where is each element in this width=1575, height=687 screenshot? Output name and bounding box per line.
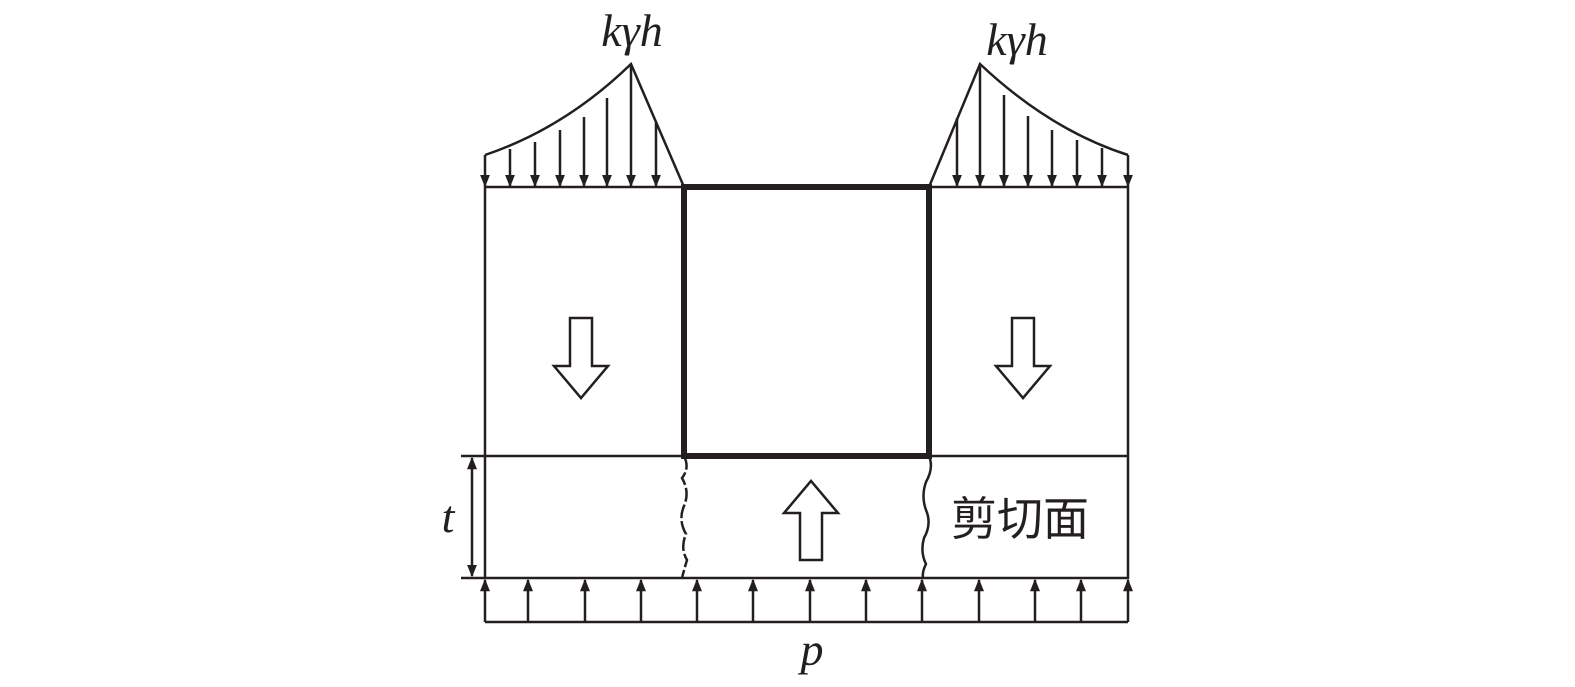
left-load-distribution (480, 61, 686, 188)
thickness-label: t (442, 491, 456, 542)
right-load-distribution (927, 61, 1133, 188)
central-uplift-arrow (781, 479, 841, 562)
left-shear-plane (680, 455, 689, 579)
left-load-label: kγh (601, 5, 663, 56)
left-settlement-arrow (551, 316, 611, 400)
central-block (681, 184, 932, 459)
shear-plane-label: 剪切面 (951, 492, 1089, 546)
right-load-label: kγh (986, 14, 1048, 65)
right-settlement-arrow (993, 316, 1053, 400)
right-shear-plane (921, 455, 933, 579)
uplift-arrows (480, 578, 1133, 622)
uplift-pressure-label: p (798, 624, 824, 675)
